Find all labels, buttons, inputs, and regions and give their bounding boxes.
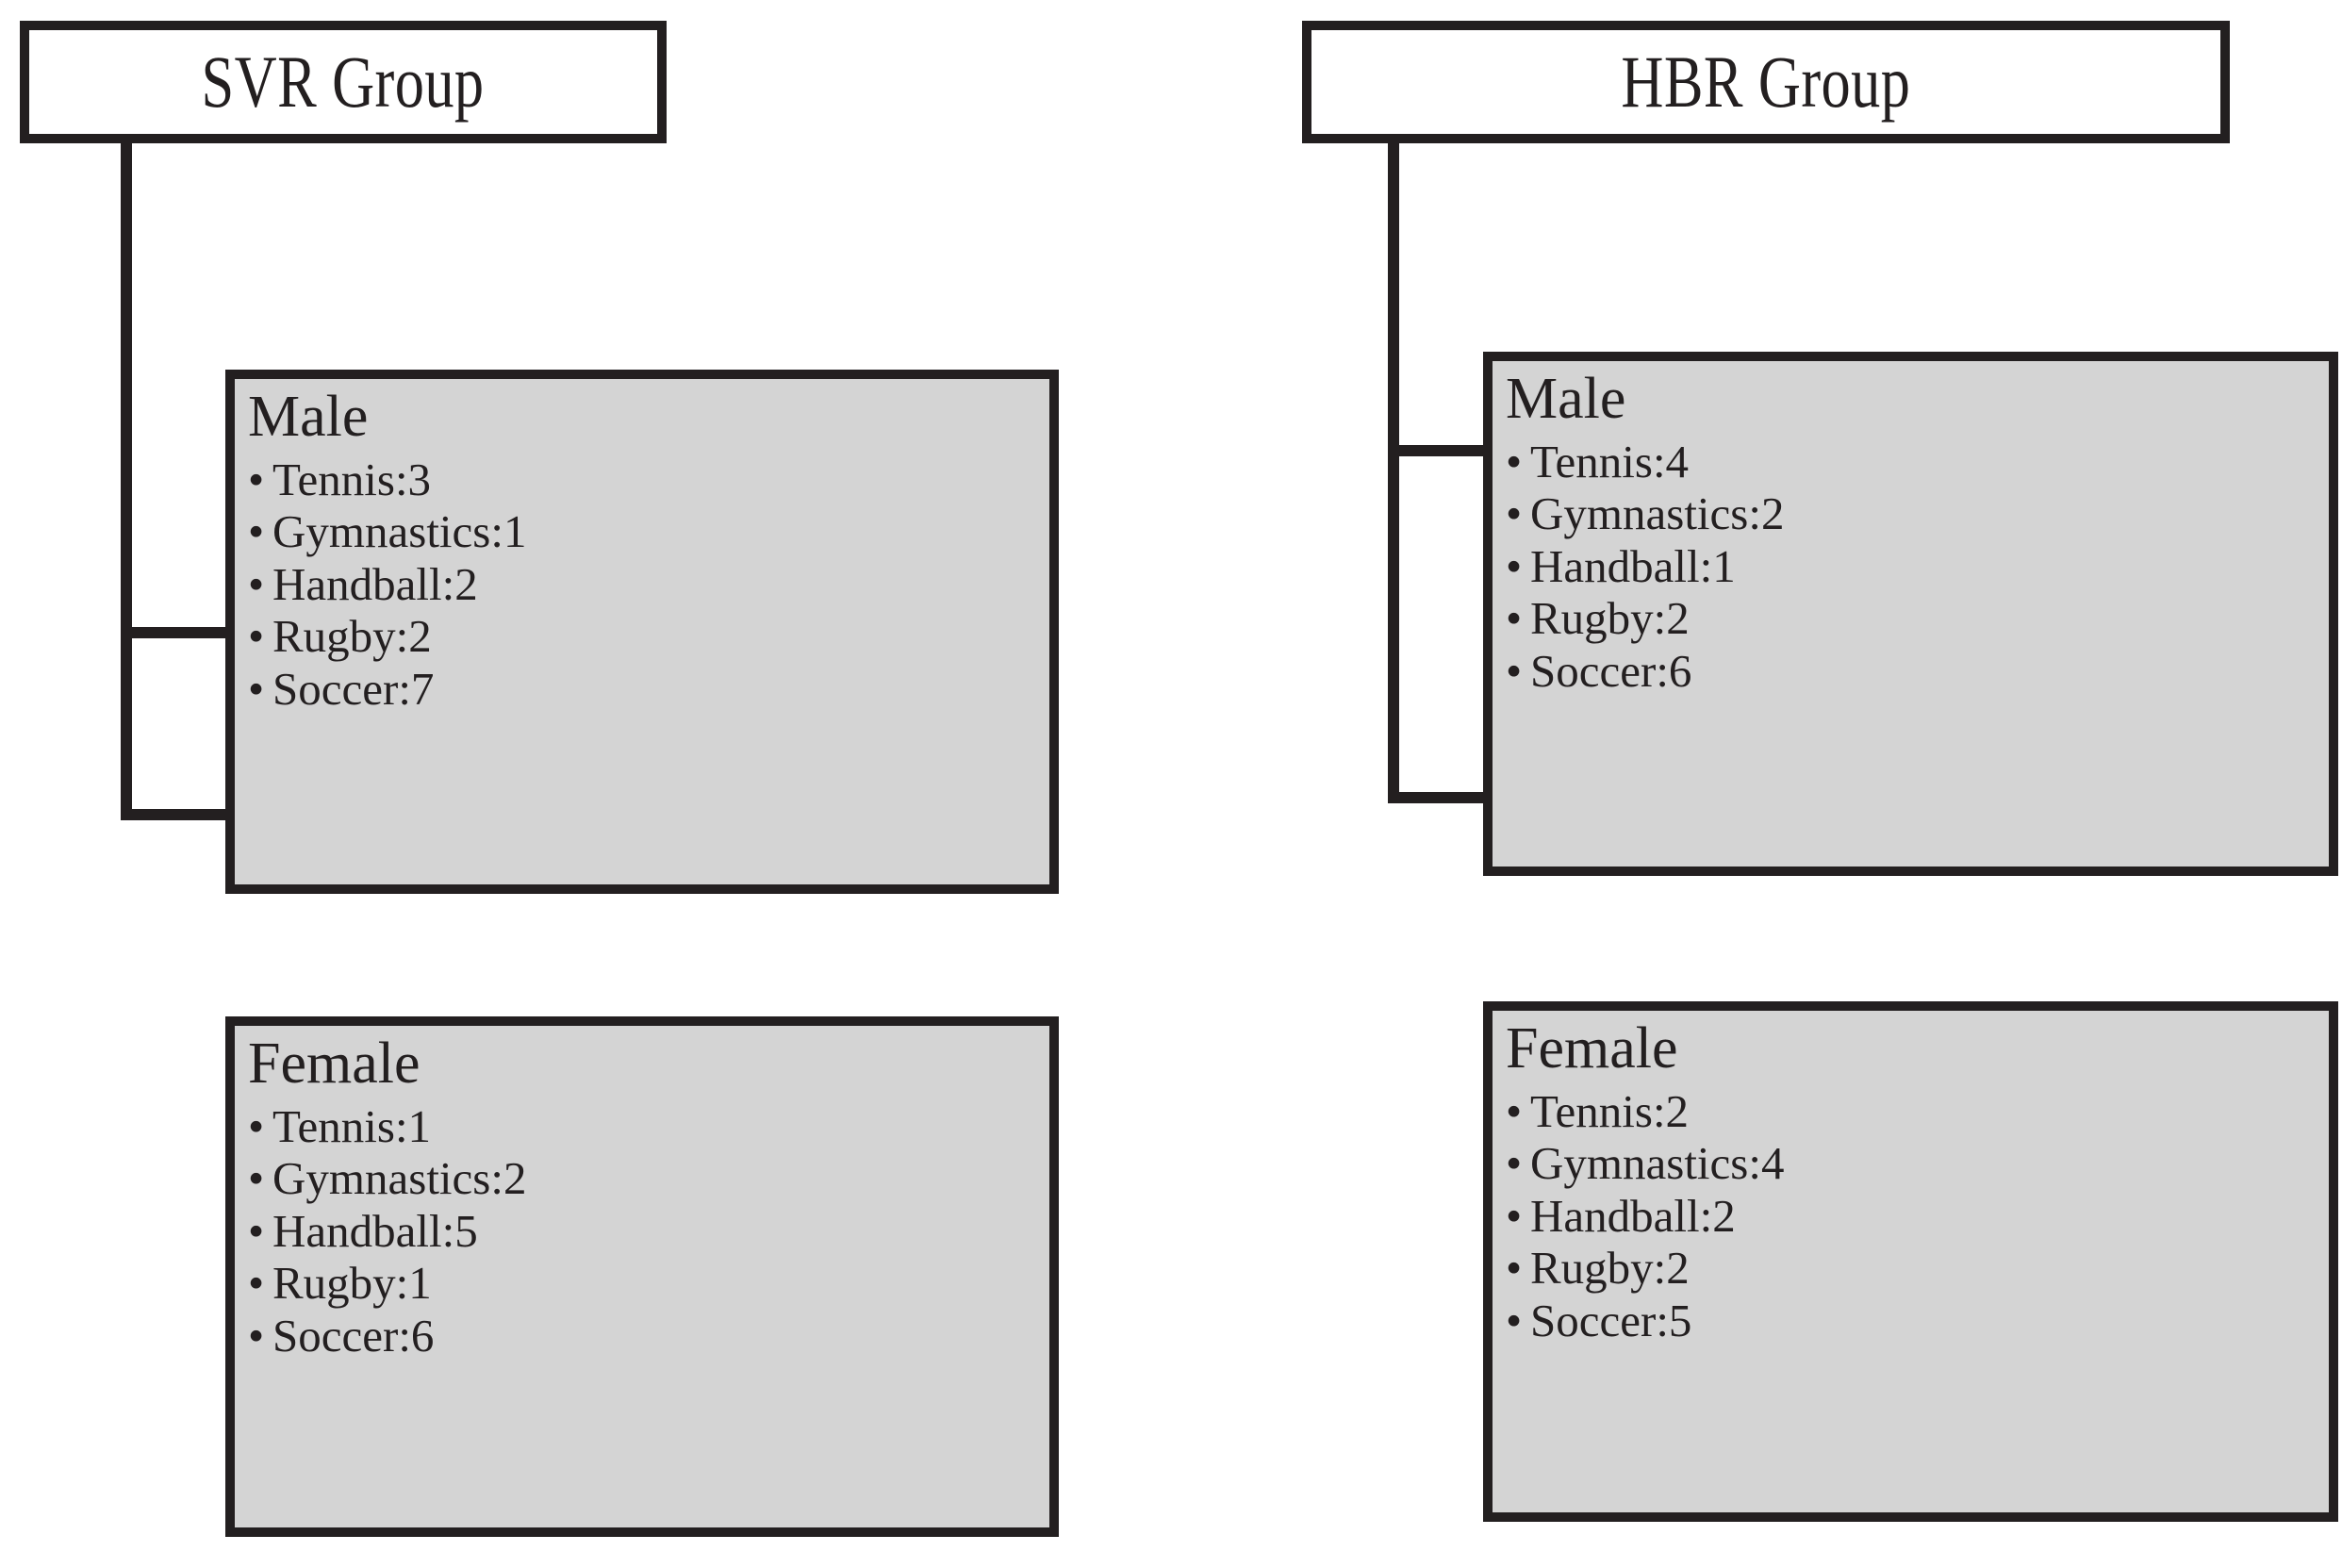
subgroup-box-svr-male: Male • Tennis:3 • Gymnastics:1 • Handbal… xyxy=(225,370,1059,894)
connector-trunk-svr xyxy=(121,143,132,820)
connector-branch-hbr-female xyxy=(1388,792,1490,803)
bullet-icon: • xyxy=(1506,1137,1523,1190)
list-item: • Tennis:2 xyxy=(1506,1085,2329,1137)
bullet-icon: • xyxy=(248,662,265,715)
list-item: • Gymnastics:2 xyxy=(1506,487,2329,539)
sport-label: Gymnastics:1 xyxy=(272,505,527,558)
bullet-icon: • xyxy=(1506,1189,1523,1242)
subgroup-title-hbr-male: Male xyxy=(1506,367,1626,431)
bullet-icon: • xyxy=(1506,487,1523,540)
list-item: • Handball:1 xyxy=(1506,540,2329,592)
list-item: • Soccer:6 xyxy=(1506,645,2329,697)
bullet-icon: • xyxy=(1506,1242,1523,1295)
group-header-svr: SVR Group xyxy=(20,21,667,143)
sport-label: Soccer:6 xyxy=(1530,644,1692,697)
bullet-icon: • xyxy=(248,610,265,663)
list-item: • Rugby:1 xyxy=(248,1257,1049,1309)
sport-label: Rugby:2 xyxy=(272,610,432,663)
list-item: • Soccer:7 xyxy=(248,663,1049,715)
bullet-icon: • xyxy=(1506,592,1523,645)
subgroup-box-hbr-male: Male • Tennis:4 • Gymnastics:2 • Handbal… xyxy=(1483,352,2338,876)
list-item: • Tennis:4 xyxy=(1506,436,2329,487)
bullet-icon: • xyxy=(1506,1294,1523,1346)
connector-branch-svr-female xyxy=(121,809,232,820)
group-header-hbr: HBR Group xyxy=(1302,21,2230,143)
subgroup-box-hbr-female: Female • Tennis:2 • Gymnastics:4 • Handb… xyxy=(1483,1001,2338,1522)
sport-label: Gymnastics:2 xyxy=(1530,487,1785,540)
sport-list-svr-female: • Tennis:1 • Gymnastics:2 • Handball:5 •… xyxy=(248,1100,1049,1362)
sport-label: Tennis:1 xyxy=(272,1100,432,1153)
connector-trunk-hbr xyxy=(1388,143,1399,803)
sport-label: Rugby:1 xyxy=(272,1257,432,1310)
list-item: • Tennis:1 xyxy=(248,1100,1049,1152)
list-item: • Handball:5 xyxy=(248,1205,1049,1257)
bullet-icon: • xyxy=(248,454,265,506)
bullet-icon: • xyxy=(1506,1085,1523,1138)
bullet-icon: • xyxy=(248,557,265,610)
sport-label: Soccer:6 xyxy=(272,1309,435,1362)
sport-label: Soccer:5 xyxy=(1530,1294,1692,1346)
list-item: • Soccer:5 xyxy=(1506,1295,2329,1346)
sport-label: Gymnastics:2 xyxy=(272,1152,527,1205)
sport-label: Handball:1 xyxy=(1530,539,1736,592)
sport-list-hbr-female: • Tennis:2 • Gymnastics:4 • Handball:2 •… xyxy=(1506,1085,2329,1346)
bullet-icon: • xyxy=(248,1309,265,1362)
list-item: • Handball:2 xyxy=(1506,1190,2329,1242)
list-item: • Soccer:6 xyxy=(248,1310,1049,1362)
sport-list-hbr-male: • Tennis:4 • Gymnastics:2 • Handball:1 •… xyxy=(1506,436,2329,697)
bullet-icon: • xyxy=(248,1100,265,1153)
list-item: • Gymnastics:4 xyxy=(1506,1137,2329,1189)
list-item: • Gymnastics:1 xyxy=(248,505,1049,557)
group-title-hbr: HBR Group xyxy=(1621,41,1911,123)
subgroup-title-svr-female: Female xyxy=(248,1032,421,1096)
sport-label: Tennis:4 xyxy=(1530,436,1690,488)
list-item: • Gymnastics:2 xyxy=(248,1152,1049,1204)
subgroup-title-hbr-female: Female xyxy=(1506,1016,1678,1081)
sport-label: Gymnastics:4 xyxy=(1530,1137,1785,1190)
list-item: • Rugby:2 xyxy=(1506,592,2329,644)
connector-branch-hbr-male xyxy=(1388,445,1490,456)
bullet-icon: • xyxy=(1506,644,1523,697)
list-item: • Tennis:3 xyxy=(248,454,1049,505)
group-title-svr: SVR Group xyxy=(201,41,486,123)
sport-label: Handball:2 xyxy=(1530,1189,1736,1242)
list-item: • Rugby:2 xyxy=(1506,1242,2329,1294)
bullet-icon: • xyxy=(1506,539,1523,592)
bullet-icon: • xyxy=(248,1257,265,1310)
bullet-icon: • xyxy=(248,505,265,558)
sport-label: Handball:5 xyxy=(272,1204,478,1257)
sport-label: Soccer:7 xyxy=(272,662,435,715)
subgroup-title-svr-male: Male xyxy=(248,385,369,449)
sport-label: Rugby:2 xyxy=(1530,1242,1690,1295)
sport-list-svr-male: • Tennis:3 • Gymnastics:1 • Handball:2 •… xyxy=(248,454,1049,715)
bullet-icon: • xyxy=(248,1152,265,1205)
bullet-icon: • xyxy=(248,1204,265,1257)
sport-label: Tennis:3 xyxy=(272,454,432,506)
connector-branch-svr-male xyxy=(121,627,232,638)
sport-label: Rugby:2 xyxy=(1530,592,1690,645)
subgroup-box-svr-female: Female • Tennis:1 • Gymnastics:2 • Handb… xyxy=(225,1016,1059,1537)
sport-label: Tennis:2 xyxy=(1530,1085,1690,1138)
sport-label: Handball:2 xyxy=(272,557,478,610)
list-item: • Rugby:2 xyxy=(248,610,1049,662)
bullet-icon: • xyxy=(1506,436,1523,488)
list-item: • Handball:2 xyxy=(248,558,1049,610)
